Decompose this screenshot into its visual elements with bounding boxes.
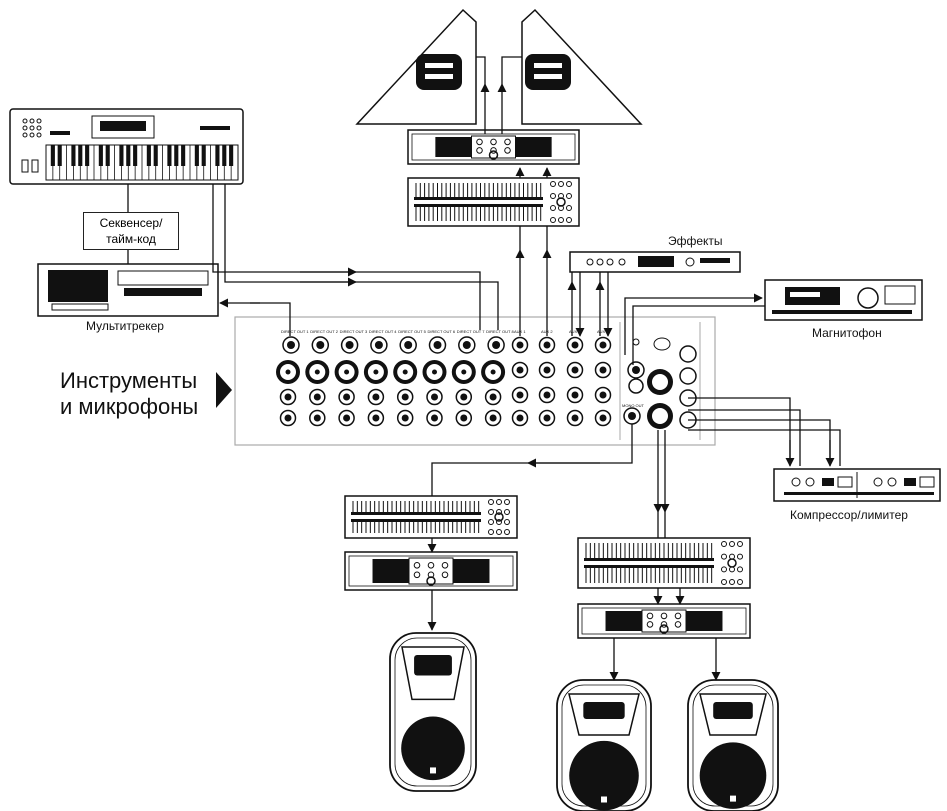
multitracker	[37, 263, 219, 317]
sequencer-label-box: Секвенсер/ тайм-код	[83, 212, 179, 250]
mixer-insert-jack	[484, 409, 502, 427]
mixer-direct-out-jack	[311, 336, 330, 354]
mixer-line-input	[484, 388, 502, 406]
right-monitor-speaker-2	[687, 679, 779, 811]
mixer-line-input	[309, 388, 326, 406]
mixer-aux-jack	[594, 409, 612, 427]
mixer-mono-out-label: MONO OUT	[622, 403, 645, 408]
mixer-aux-jack	[566, 361, 584, 379]
mixer-direct-out-label: DIRECT OUT 4	[369, 329, 397, 334]
compressor-label: Компрессор/лимитер	[790, 508, 908, 522]
mixer-insert-jack	[367, 409, 385, 427]
left-amplifier	[344, 551, 518, 591]
left-monitor-speaker	[389, 632, 477, 792]
mixer-aux-label: AUX 4	[597, 329, 609, 334]
mixer-line-input	[426, 388, 443, 406]
instruments-label-line2: и микрофоны	[60, 394, 199, 419]
mixer-aux-jack	[511, 386, 529, 404]
mixer-master-section	[623, 337, 697, 429]
right-monitor-speaker-1	[556, 679, 652, 811]
effects-label: Эффекты	[668, 234, 723, 248]
top-amplifier	[407, 129, 580, 165]
mixer-direct-out-jack	[428, 336, 447, 354]
cables	[127, 56, 841, 681]
mixer-aux-jack	[538, 336, 556, 354]
mixer-aux-jack	[538, 386, 556, 404]
tape-deck	[764, 279, 923, 321]
mixer-direct-out-label: DIRECT OUT 5	[398, 329, 426, 334]
instruments-arrow	[216, 372, 232, 408]
mixer-aux-label: AUX 3	[569, 329, 581, 334]
mixer-direct-out-jack	[282, 336, 300, 354]
mixer-aux-jack	[566, 409, 584, 427]
mixer-line-input	[367, 388, 385, 406]
left-equalizer	[344, 495, 518, 539]
mixer-direct-out-jack	[370, 336, 388, 354]
mixer-direct-out-label: DIRECT OUT 8	[486, 329, 514, 334]
mixer-direct-out-jack	[399, 336, 417, 354]
mixer-line-input	[338, 388, 355, 406]
sequencer-label-line2: тайм-код	[106, 232, 156, 246]
tape-label: Магнитофон	[812, 326, 882, 340]
top-speaker-left	[355, 8, 477, 125]
effects-unit	[569, 251, 741, 273]
mixer-insert-jack	[396, 409, 414, 427]
mixer-direct-out-label: DIRECT OUT 1	[281, 329, 309, 334]
mixer-direct-out-jack	[487, 336, 505, 354]
mixer-aux-jack	[538, 409, 556, 427]
mixer-aux-jack	[566, 386, 584, 404]
top-speaker-right	[521, 8, 643, 125]
mixer-aux-jack	[511, 361, 529, 379]
mixer-direct-out-jack	[458, 336, 476, 354]
mixer-insert-jack	[455, 409, 473, 427]
mixer-direct-out-label: DIRECT OUT 2	[310, 329, 338, 334]
mixer-insert-jack	[309, 409, 326, 427]
mixer-direct-out-label: DIRECT OUT 6	[428, 329, 456, 334]
mixer-direct-out-jack	[340, 336, 359, 354]
mixer-line-input	[455, 388, 473, 406]
mixer-aux-jack	[538, 361, 556, 379]
mixer-insert-jack	[279, 409, 297, 427]
mixer-aux-jack	[594, 361, 612, 379]
mixer-insert-jack	[426, 409, 443, 427]
compressor-limiter	[773, 468, 941, 502]
multitrack-label: Мультитрекер	[86, 319, 164, 333]
mixer-aux-jack	[594, 386, 612, 404]
right-equalizer	[577, 537, 751, 589]
top-equalizer	[407, 177, 580, 227]
instruments-label-line1: Инструменты	[60, 368, 198, 393]
sequencer-label-line1: Секвенсер/	[99, 216, 163, 230]
mixer-aux-jack	[511, 409, 529, 427]
mixer-insert-jack	[338, 409, 355, 427]
mixer-line-input	[279, 388, 297, 406]
right-amplifier	[577, 603, 751, 639]
mixer-direct-out-label: DIRECT OUT 7	[457, 329, 485, 334]
mixer-aux-jack	[594, 336, 612, 354]
keyboard	[9, 108, 244, 185]
mixer-direct-out-label: DIRECT OUT 3	[340, 329, 368, 334]
mixer-aux-jack	[566, 336, 584, 354]
mixer-aux-jack	[511, 336, 529, 354]
mixer-line-input	[396, 388, 414, 406]
